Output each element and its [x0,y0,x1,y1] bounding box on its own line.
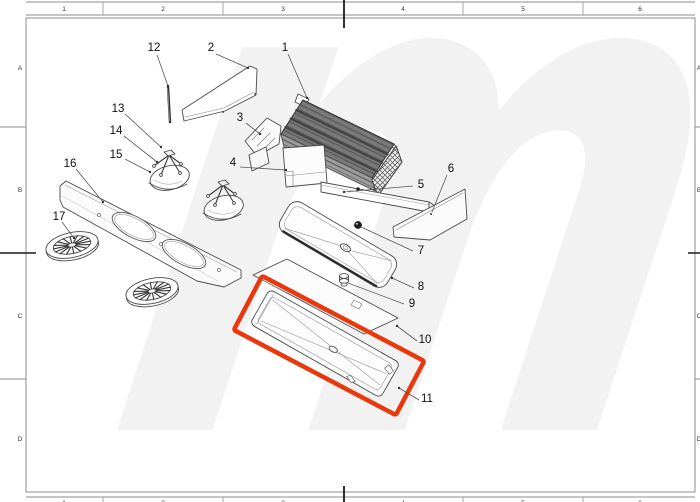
callout-14[interactable]: 14 [110,125,123,137]
frame-border [25,17,696,493]
grid-row-label: A [697,65,700,72]
grid-col-label: 3 [281,6,285,13]
grid-column-labels: 1 2 3 4 5 6 1 2 3 4 5 6 [62,6,642,502]
grid-row-label: D [697,436,700,443]
grid-col-label-bottom: 1 [62,500,66,502]
grid-row-label: B [18,187,22,194]
part-8-drain-pan [278,201,398,288]
callout-1[interactable]: 1 [282,42,288,54]
grid-col-label: 4 [401,6,405,13]
part-11-bottom-pan[interactable] [249,289,400,399]
part-13-14-15-motor-mount [202,179,244,221]
grid-col-label-bottom: 6 [638,500,642,502]
callout-4[interactable]: 4 [230,157,237,169]
part-12-pin [166,85,172,124]
grid-col-label-bottom: 4 [401,500,405,502]
part-17-inlet-ring [45,231,100,262]
callout-2[interactable]: 2 [208,42,214,54]
top-ruler-ticks [102,2,584,15]
callout-3[interactable]: 3 [237,112,243,124]
callout-12[interactable]: 12 [148,42,161,54]
callout-6[interactable]: 6 [448,163,454,175]
callout-8[interactable]: 8 [418,281,424,293]
callout-10[interactable]: 10 [419,334,432,346]
part-1-coil [280,93,403,197]
leader-lines [61,53,448,401]
callout-17[interactable]: 17 [53,211,66,223]
grid-col-label-bottom: 5 [521,500,525,502]
callout-13[interactable]: 13 [112,103,125,115]
highlight-box[interactable] [232,274,426,417]
grid-row-labels: A B C D A B C D [18,65,700,443]
grid-col-label-bottom: 3 [281,500,285,502]
grid-col-label: 6 [638,6,642,13]
part-4-front-plate [282,144,328,188]
part-3-end-plate [244,117,282,172]
callout-labels: 1 2 3 4 5 6 7 8 9 10 11 12 13 14 15 16 1… [53,42,455,405]
callout-7[interactable]: 7 [418,245,424,257]
part-9-drain-plug [339,273,349,287]
part-13-14-15-motor-mount [148,149,190,191]
grid-row-label: B [697,187,700,194]
part-17-inlet-ring [125,277,180,308]
grid-row-label: D [18,436,23,443]
grid-col-label: 2 [161,6,165,13]
part-16-fan-deck [59,180,242,288]
part-2-side-panel [181,65,258,122]
grid-row-label: A [18,65,23,72]
callout-11[interactable]: 11 [421,393,433,405]
callout-16[interactable]: 16 [64,158,77,170]
grid-row-label: C [697,313,700,320]
grid-col-label: 5 [521,6,525,13]
callout-5[interactable]: 5 [418,179,424,191]
callout-15[interactable]: 15 [110,149,123,161]
grid-col-label-bottom: 2 [161,500,165,502]
grid-col-label: 1 [62,6,66,13]
grid-row-label: C [18,313,23,320]
part-7-grommet [354,221,362,229]
bottom-ruler-ticks [102,497,584,502]
callout-9[interactable]: 9 [409,298,415,310]
part-6-side-panel [392,188,468,241]
